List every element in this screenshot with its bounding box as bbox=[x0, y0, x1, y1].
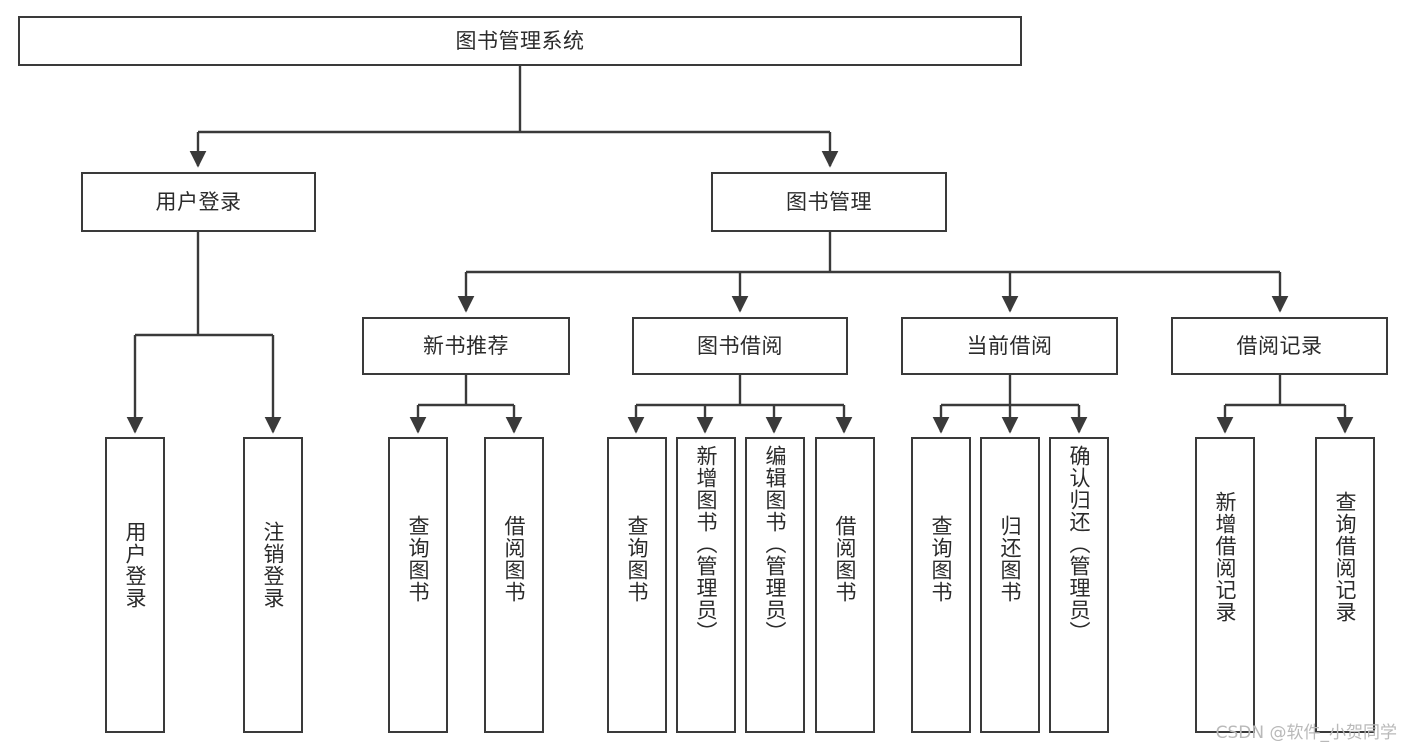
leaf-return-book-label: 归还图书 bbox=[998, 515, 1023, 603]
leaf-return-book[interactable]: 归还图书 bbox=[980, 437, 1040, 733]
leaf-query-record[interactable]: 查询借阅记录 bbox=[1315, 437, 1375, 733]
node-current-borrow[interactable]: 当前借阅 bbox=[901, 317, 1118, 375]
leaf-borrow-book-2[interactable]: 借阅图书 bbox=[815, 437, 875, 733]
leaf-query-book-3[interactable]: 查询图书 bbox=[911, 437, 971, 733]
node-root-system-label: 图书管理系统 bbox=[455, 28, 585, 53]
node-root-system[interactable]: 图书管理系统 bbox=[18, 16, 1022, 66]
leaf-add-record-label: 新增借阅记录 bbox=[1213, 491, 1238, 623]
leaf-confirm-return-label: 确认归还（管理员） bbox=[1067, 445, 1092, 643]
csdn-watermark: CSDN @软件_小贺同学 bbox=[1215, 723, 1397, 743]
node-new-book-rec-label: 新书推荐 bbox=[423, 333, 509, 358]
node-book-manage-label: 图书管理 bbox=[786, 189, 872, 214]
node-borrow-record[interactable]: 借阅记录 bbox=[1171, 317, 1388, 375]
node-borrow-record-label: 借阅记录 bbox=[1236, 333, 1323, 358]
node-user-login-label: 用户登录 bbox=[155, 189, 242, 214]
node-current-borrow-label: 当前借阅 bbox=[966, 333, 1053, 358]
node-book-manage[interactable]: 图书管理 bbox=[711, 172, 947, 232]
node-new-book-rec[interactable]: 新书推荐 bbox=[362, 317, 570, 375]
node-book-borrow[interactable]: 图书借阅 bbox=[632, 317, 848, 375]
leaf-add-book[interactable]: 新增图书（管理员） bbox=[676, 437, 736, 733]
leaf-user-login[interactable]: 用户登录 bbox=[105, 437, 165, 733]
node-book-borrow-label: 图书借阅 bbox=[697, 333, 783, 358]
leaf-logout-label: 注销登录 bbox=[261, 521, 286, 609]
leaf-edit-book[interactable]: 编辑图书（管理员） bbox=[745, 437, 805, 733]
leaf-add-record[interactable]: 新增借阅记录 bbox=[1195, 437, 1255, 733]
leaf-query-record-label: 查询借阅记录 bbox=[1333, 491, 1358, 623]
leaf-edit-book-label: 编辑图书（管理员） bbox=[763, 445, 788, 643]
leaf-borrow-book-1[interactable]: 借阅图书 bbox=[484, 437, 544, 733]
leaf-query-book-3-label: 查询图书 bbox=[929, 515, 954, 603]
leaf-query-book-2-label: 查询图书 bbox=[625, 515, 650, 603]
leaf-borrow-book-1-label: 借阅图书 bbox=[502, 515, 527, 603]
leaf-logout[interactable]: 注销登录 bbox=[243, 437, 303, 733]
node-user-login[interactable]: 用户登录 bbox=[81, 172, 316, 232]
leaf-query-book-1[interactable]: 查询图书 bbox=[388, 437, 448, 733]
leaf-user-login-label: 用户登录 bbox=[123, 521, 148, 609]
leaf-borrow-book-2-label: 借阅图书 bbox=[833, 515, 858, 603]
leaf-query-book-1-label: 查询图书 bbox=[406, 515, 431, 603]
leaf-add-book-label: 新增图书（管理员） bbox=[694, 445, 719, 643]
leaf-confirm-return[interactable]: 确认归还（管理员） bbox=[1049, 437, 1109, 733]
leaf-query-book-2[interactable]: 查询图书 bbox=[607, 437, 667, 733]
